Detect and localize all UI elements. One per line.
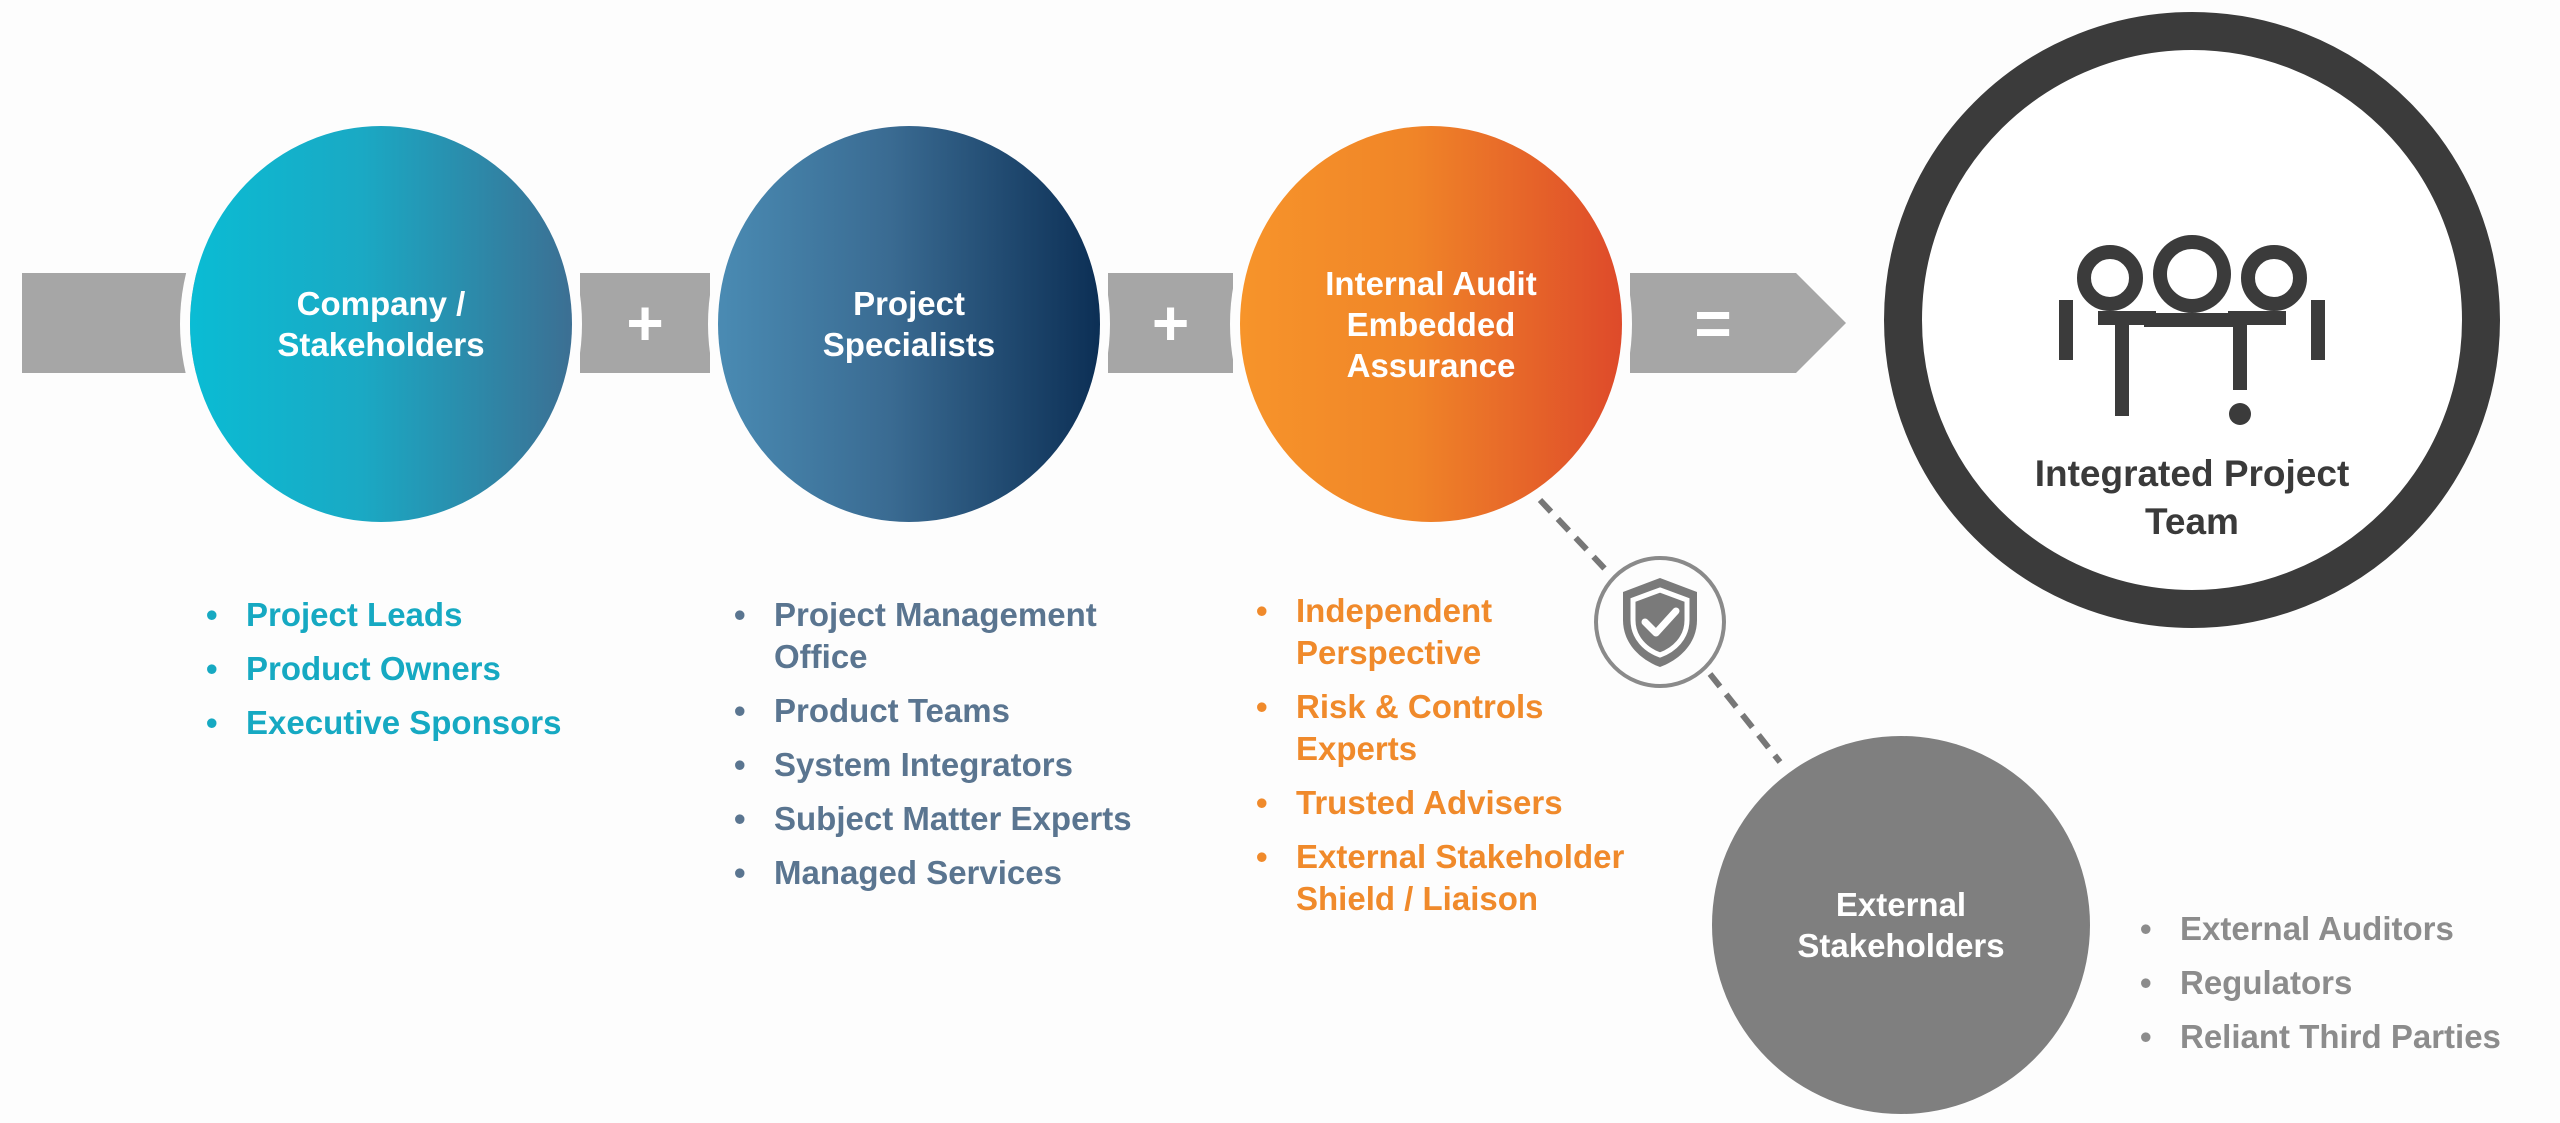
- list-item: •Trusted Advisers: [1240, 782, 1660, 824]
- bullet-dot: •: [1256, 592, 1268, 629]
- bullet-dot: •: [734, 854, 746, 891]
- team-people-icon: [2059, 235, 2325, 425]
- list-item: •Product Teams: [718, 690, 1188, 732]
- team-title-line1: Integrated Project: [2034, 453, 2350, 494]
- bullet-dot: •: [206, 596, 218, 633]
- list-item: •Project Leads: [190, 594, 650, 636]
- bullet-dot: •: [1256, 838, 1268, 875]
- list-item: •Project Management Office: [734, 596, 1097, 675]
- audit-title-line2: Embedded: [1346, 305, 1516, 343]
- audit-list: •Independent Perspective •Risk & Control…: [1240, 590, 1660, 932]
- bullet-dot: •: [734, 692, 746, 729]
- audit-title-line3: Assurance: [1346, 346, 1516, 384]
- list-item: •Risk & Controls Experts: [1256, 688, 1544, 767]
- bullet-dot: •: [206, 650, 218, 687]
- list-item: •Managed Services: [718, 852, 1188, 894]
- list-item: •System Integrators: [718, 744, 1188, 786]
- external-title-line2: Stakeholders: [1797, 927, 2005, 964]
- bullet-dot: •: [1256, 784, 1268, 821]
- bullet-dot: •: [206, 704, 218, 741]
- company-title-line1: Company /: [296, 285, 466, 322]
- plus-operator-2: +: [1151, 287, 1190, 359]
- list-item: •Product Owners: [190, 648, 650, 690]
- flow-band-plus-1: [580, 273, 710, 373]
- shield-check-icon: [1623, 578, 1697, 667]
- external-title-line1: External: [1835, 886, 1967, 923]
- bullet-dot: •: [734, 746, 746, 783]
- specialists-title-line1: Project: [853, 285, 965, 322]
- flow-arrow-equals: [1630, 273, 1846, 373]
- bullet-dot: •: [734, 800, 746, 837]
- shield-badge: [1594, 556, 1726, 688]
- specialists-title-line2: Specialists: [822, 326, 996, 363]
- list-item: •External Stakeholder Shield / Liaison: [1256, 838, 1625, 917]
- flow-band-start: [22, 273, 212, 373]
- equals-operator: =: [1694, 287, 1732, 359]
- bullet-dot: •: [2140, 964, 2152, 1001]
- bullet-dot: •: [1256, 688, 1268, 725]
- specialists-list: •Project Management Office •Product Team…: [718, 594, 1188, 906]
- list-item: •Independent Perspective: [1256, 592, 1493, 671]
- audit-title-line1: Internal Audit: [1325, 264, 1537, 302]
- team-title-line2: Team: [2145, 501, 2239, 542]
- flow-band-plus-2: [1108, 273, 1233, 373]
- list-item: •Executive Sponsors: [190, 702, 650, 744]
- internal-audit-circle: Internal Audit Embedded Assurance: [1240, 126, 1622, 522]
- project-specialists-circle: Project Specialists: [718, 126, 1100, 522]
- company-list: •Project Leads •Product Owners •Executiv…: [190, 594, 650, 756]
- integrated-team-circle: Integrated Project Team: [1884, 12, 2500, 628]
- list-item: •Subject Matter Experts: [718, 798, 1188, 840]
- external-stakeholders-circle: External Stakeholders: [1712, 736, 2090, 1114]
- audit-external-connector: [1537, 497, 1783, 764]
- bullet-dot: •: [2140, 1018, 2152, 1055]
- company-stakeholders-circle: Company / Stakeholders: [190, 126, 572, 522]
- company-title-line2: Stakeholders: [277, 326, 485, 363]
- list-item: •External Auditors: [2124, 908, 2554, 950]
- external-list: •External Auditors •Regulators •Reliant …: [2124, 908, 2554, 1070]
- plus-operator-1: +: [626, 287, 664, 359]
- bullet-dot: •: [2140, 910, 2152, 947]
- list-item: •Reliant Third Parties: [2124, 1016, 2554, 1058]
- bullet-dot: •: [734, 596, 746, 633]
- list-item: •Regulators: [2124, 962, 2554, 1004]
